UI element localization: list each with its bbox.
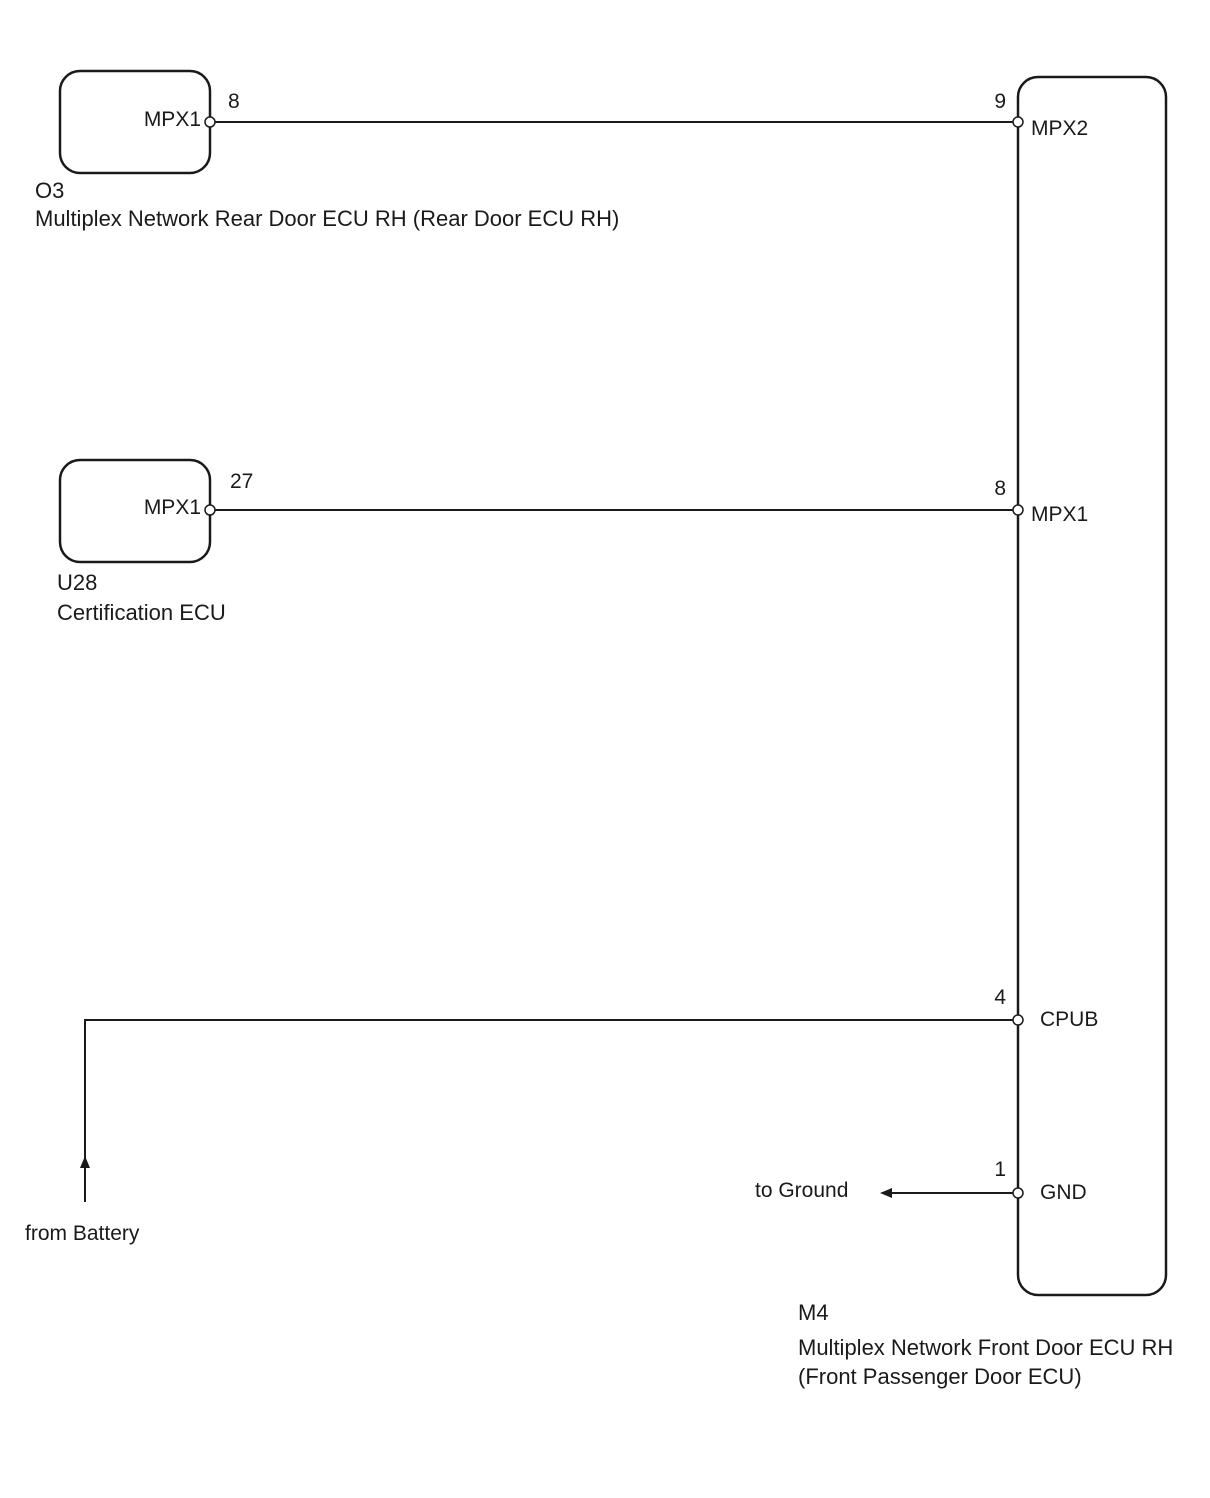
m4-gnd-terminal-circle (1012, 1187, 1024, 1199)
o3-pin-number: 8 (228, 90, 240, 113)
m4-pin-9: 9 (994, 90, 1006, 113)
m4-code: M4 (798, 1300, 829, 1325)
component-u28: MPX1 27 U28 Certification ECU (57, 458, 253, 625)
component-m4: 9 MPX2 8 MPX1 4 CPUB 1 GND M4 Multiplex … (798, 75, 1173, 1389)
from-battery-label: from Battery (25, 1222, 140, 1245)
u28-code: U28 (57, 570, 97, 595)
u28-pin-number: 27 (230, 470, 253, 493)
m4-mpx2-terminal-circle (1012, 116, 1024, 128)
u28-terminal-name: MPX1 (144, 496, 201, 519)
m4-pin-8: 8 (994, 477, 1006, 500)
o3-terminal-circle (204, 116, 216, 128)
u28-terminal-circle (204, 504, 216, 516)
m4-terminal-mpx2: MPX2 (1031, 117, 1088, 140)
u28-name: Certification ECU (57, 600, 226, 625)
to-ground-label: to Ground (755, 1179, 848, 1202)
m4-body (1016, 75, 1168, 1297)
m4-cpub-terminal-circle (1012, 1014, 1024, 1026)
component-o3: MPX1 8 O3 Multiplex Network Rear Door EC… (35, 69, 619, 231)
m4-terminal-gnd: GND (1040, 1181, 1087, 1204)
m4-name-line2: (Front Passenger Door ECU) (798, 1364, 1082, 1389)
m4-name-line1: Multiplex Network Front Door ECU RH (798, 1335, 1173, 1360)
o3-name: Multiplex Network Rear Door ECU RH (Rear… (35, 206, 619, 231)
wire-battery-to-m4-cpub (84, 1019, 1018, 1200)
m4-pin-4: 4 (994, 986, 1006, 1009)
o3-terminal-name: MPX1 (144, 108, 201, 131)
o3-code: O3 (35, 178, 64, 203)
m4-mpx1-terminal-circle (1012, 504, 1024, 516)
m4-pin-1: 1 (994, 1158, 1006, 1181)
m4-terminal-cpub: CPUB (1040, 1008, 1098, 1031)
m4-terminal-mpx1: MPX1 (1031, 503, 1088, 526)
